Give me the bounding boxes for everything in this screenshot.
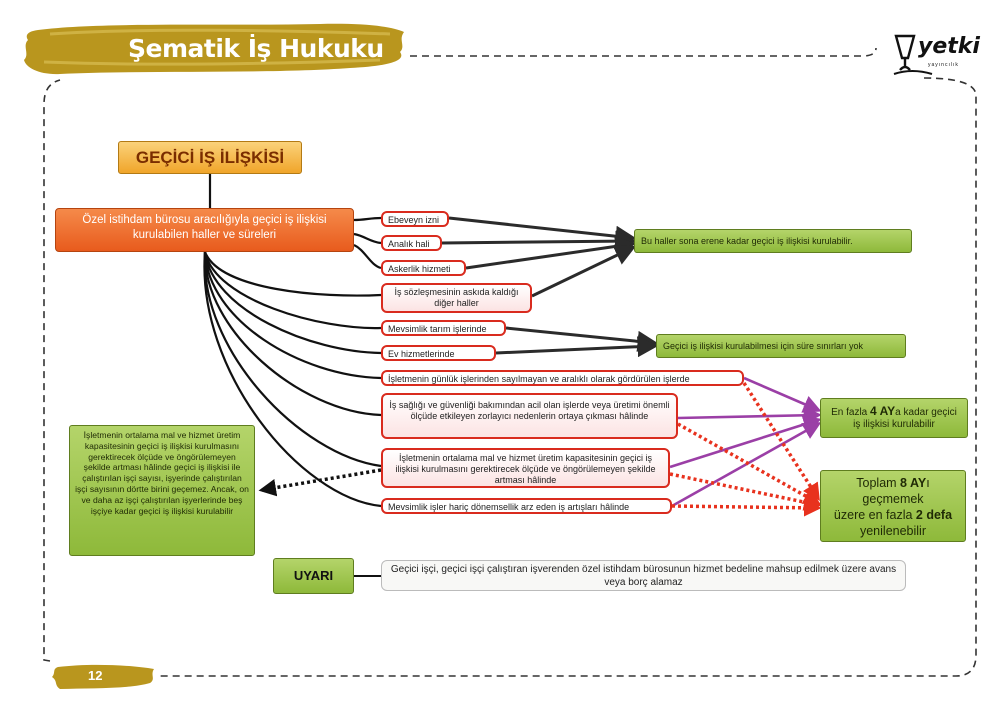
result-8-ay-line1-suffix: ı	[926, 476, 930, 490]
result-8-ay-2-defa: Toplam 8 AYı geçmemek üzere en fazla 2 d…	[820, 470, 966, 542]
dark-arrows	[441, 216, 659, 358]
page-number-brush	[52, 664, 154, 689]
logo-subtext: yayıncılık	[928, 62, 959, 68]
result-8-ay-bold: 8 AY	[900, 476, 927, 490]
root-node: Özel istihdam bürosu aracılığıyla geçici…	[55, 208, 354, 252]
logo-pen-icon	[893, 34, 933, 75]
page-title: Şematik İş Hukuku	[128, 34, 384, 63]
main-title-box: GEÇİCİ İŞ İLİŞKİSİ	[118, 141, 302, 174]
warning-label: UYARI	[273, 558, 354, 594]
leaf-mevsimlik-tarim: Mevsimlik tarım işlerinde	[381, 320, 506, 336]
result-8-ay-line3: üzere en fazla 2 defa	[821, 507, 965, 523]
title-brush	[24, 23, 404, 75]
page-number: 12	[88, 668, 103, 683]
result-8-ay-line1-prefix: Toplam	[856, 476, 901, 490]
leaf-kapasite-artisi: İşletmenin ortalama mal ve hizmet üretim…	[381, 448, 670, 488]
leaf-acil-isler: İş sağlığı ve güvenliği bakımından acil …	[381, 393, 678, 439]
leaf-gunluk-isler: İşletmenin günlük işlerinden sayılmayan …	[381, 370, 744, 386]
leaf-ebeveyn-izni: Ebeveyn izni	[381, 211, 449, 227]
red-dotted-arrows	[669, 382, 822, 517]
fan-curves	[203, 216, 382, 508]
result-8-ay-line3-prefix: üzere en fazla	[833, 508, 916, 522]
result-8-ay-line2: geçmemek	[862, 492, 924, 506]
result-sona-erene-kadar: Bu haller sona erene kadar geçici iş ili…	[634, 229, 912, 253]
purple-arrows	[669, 376, 822, 508]
result-4-ay: En fazla 4 AYa kadar geçici iş ilişkisi …	[820, 398, 968, 438]
leaf-analik-hali: Analık hali	[381, 235, 442, 251]
result-4-ay-bold: 4 AY	[870, 404, 896, 418]
result-4-ay-suffix: a kadar geçici iş ilişkisi kurulabilir	[853, 407, 957, 430]
logo-text: yetki	[918, 34, 980, 59]
result-8-ay-line1: Toplam 8 AYı	[821, 475, 965, 491]
result-8-ay-line4: yenilenebilir	[859, 524, 926, 538]
result-sure-siniri-yok: Geçici iş ilişkisi kurulabilmesi için sü…	[656, 334, 906, 358]
leaf-askida-kalan-haller: İş sözleşmesinin askıda kaldığı diğer ha…	[381, 283, 532, 313]
side-note-box: İşletmenin ortalama mal ve hizmet üretim…	[69, 425, 255, 556]
result-4-ay-prefix: En fazla	[831, 407, 871, 418]
result-2-defa-bold: 2 defa	[915, 508, 953, 522]
side-note-arrow	[258, 468, 382, 497]
leaf-donemsel-artis: Mevsimlik işler hariç dönemsellik arz ed…	[381, 498, 672, 514]
page-frame	[43, 47, 977, 677]
leaf-ev-hizmetleri: Ev hizmetlerinde	[381, 345, 496, 361]
warning-text-box: Geçici işçi, geçici işçi çalıştıran işve…	[381, 560, 906, 591]
leaf-askerlik-hizmeti: Askerlik hizmeti	[381, 260, 466, 276]
